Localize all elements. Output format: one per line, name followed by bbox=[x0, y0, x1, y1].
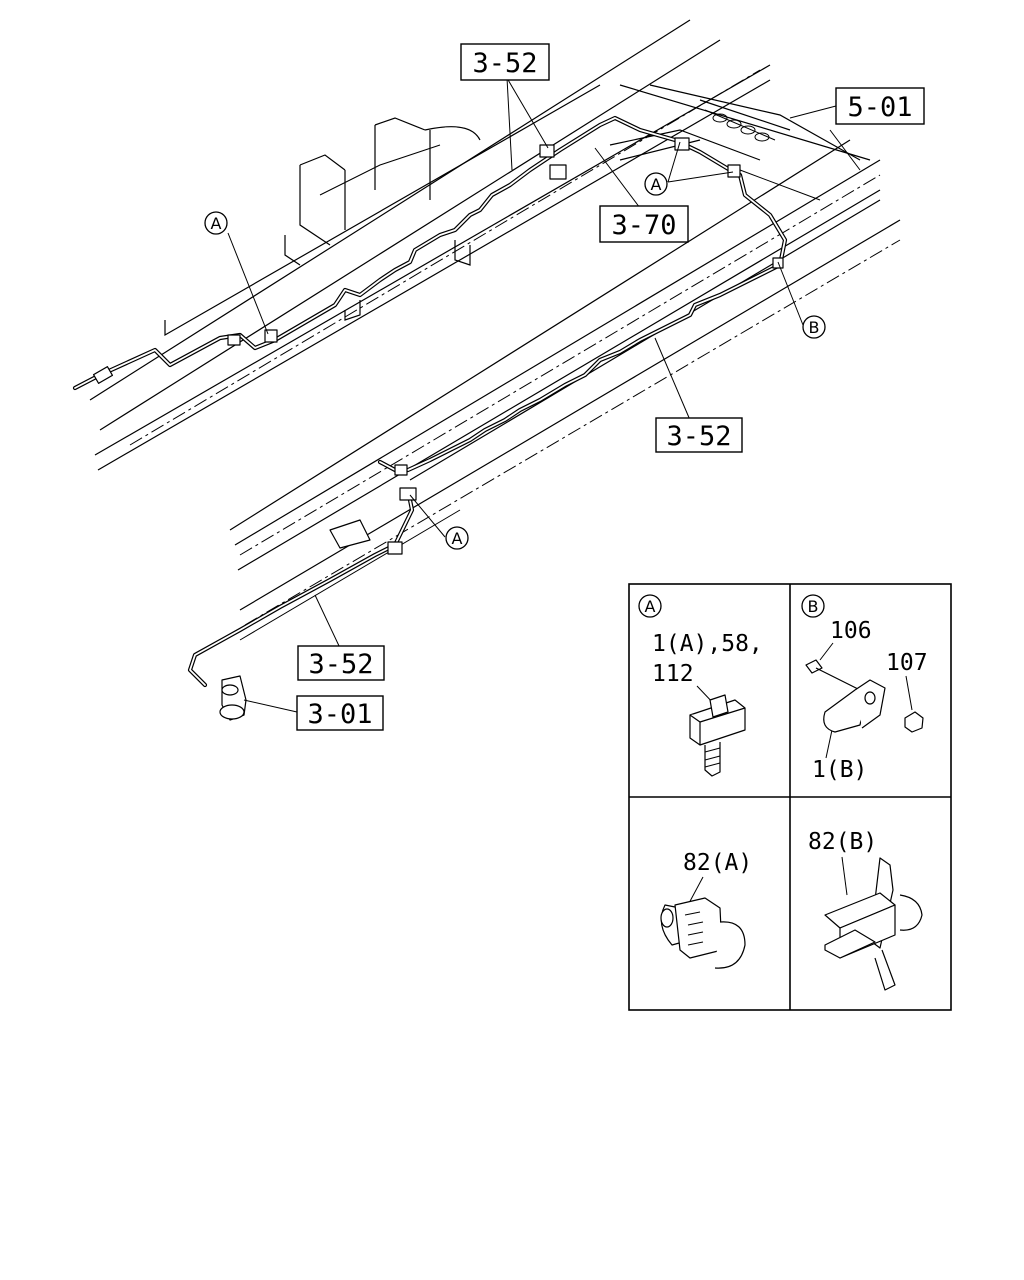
panel-b-bracket-label: 1(B) bbox=[812, 757, 867, 783]
brake-valve bbox=[219, 675, 247, 721]
ref-text: 3-52 bbox=[666, 421, 731, 452]
crossmember bbox=[609, 84, 871, 201]
panel-a-label-line2: 112 bbox=[652, 661, 694, 687]
marker-text: B bbox=[809, 318, 820, 337]
panel-a-label-line1: 1(A),58, bbox=[652, 631, 763, 657]
panel-b-bolt-label: 106 bbox=[830, 618, 872, 644]
detail-panel-a: A 1(A),58, 112 bbox=[638, 594, 763, 777]
ref-text: 3-52 bbox=[308, 649, 373, 680]
leader-lines bbox=[227, 77, 837, 713]
marker-text: A bbox=[211, 214, 222, 233]
ref-text: 3-01 bbox=[307, 699, 372, 730]
ref-3-52-top: 3-52 bbox=[460, 43, 550, 81]
panel-a-marker: A bbox=[645, 597, 656, 616]
marker-text: A bbox=[452, 529, 463, 548]
ref-3-70: 3-70 bbox=[599, 205, 689, 243]
panel-b-nut-label: 107 bbox=[886, 650, 928, 676]
ref-text: 3-52 bbox=[472, 48, 537, 79]
bracket-1b-drawing bbox=[805, 659, 924, 733]
clip-1a-drawing bbox=[689, 694, 746, 777]
marker-a-right: A bbox=[644, 172, 668, 196]
frame-rails bbox=[89, 19, 901, 641]
marker-a-lower: A bbox=[445, 526, 469, 550]
ref-text: 5-01 bbox=[847, 92, 912, 123]
clip-82b-drawing bbox=[824, 857, 923, 991]
clip-82a-drawing bbox=[660, 897, 746, 969]
pipe-fittings bbox=[92, 137, 784, 555]
ref-3-01: 3-01 bbox=[296, 695, 384, 731]
marker-text: A bbox=[651, 175, 662, 194]
detail-panel-b: B 106 107 1(B) bbox=[801, 594, 928, 783]
lower-brake-pipe bbox=[187, 487, 415, 688]
panel-c-label: 82(A) bbox=[683, 850, 752, 876]
detail-panel-d: 82(B) bbox=[808, 829, 923, 991]
panel-d-label: 82(B) bbox=[808, 829, 877, 855]
ref-5-01: 5-01 bbox=[835, 87, 925, 125]
detail-panel-c: 82(A) bbox=[660, 850, 752, 969]
marker-b: B bbox=[802, 315, 826, 339]
marker-a-left: A bbox=[204, 211, 228, 235]
ref-text: 3-70 bbox=[611, 210, 676, 241]
detail-table bbox=[628, 583, 952, 1011]
ref-3-52-mid: 3-52 bbox=[655, 417, 743, 453]
ref-3-52-low: 3-52 bbox=[297, 645, 385, 681]
fuel-tank bbox=[284, 117, 481, 321]
panel-b-marker: B bbox=[808, 597, 819, 616]
